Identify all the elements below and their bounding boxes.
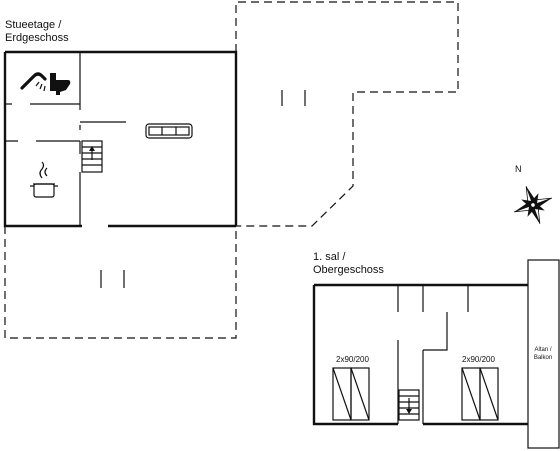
balcony-label: Altan / Balkon (528, 346, 558, 362)
balcony-outline (527, 259, 560, 449)
shower-icon (20, 72, 47, 92)
terrace-outline-south (4, 226, 237, 339)
upper-floor-label-line1: 1. sal / (313, 251, 346, 263)
door-marker-south (100, 270, 125, 288)
ground-floor-outer-walls (3, 50, 238, 228)
balcony-label-line1: Altan / (534, 347, 552, 353)
toilet-icon (50, 73, 71, 95)
ground-floor-label-line2: Erdgeschoss (5, 32, 69, 44)
bed-size-right: 2x90/200 (462, 355, 495, 364)
terrace-outline-north (235, 1, 459, 227)
ground-floor-label: Stueetage / Erdgeschoss (5, 19, 69, 45)
upper-floor-label-line2: Obergeschoss (313, 264, 384, 276)
stair-up-icon (81, 140, 103, 173)
upper-floor-label: 1. sal / Obergeschoss (313, 251, 384, 277)
cooking-pot-icon (30, 161, 58, 198)
compass-rose-icon (514, 186, 552, 224)
upper-floor-interior-walls (397, 285, 469, 424)
sofa-icon (145, 123, 193, 139)
compass-north-label: N (515, 164, 522, 174)
stair-down-icon (398, 389, 420, 421)
bed-icon (332, 367, 370, 421)
balcony-label-line2: Balkon (533, 355, 553, 361)
ground-floor (3, 1, 459, 339)
door-marker-north (281, 90, 306, 106)
bed-icon (461, 367, 499, 421)
upper-floor-outer-walls (312, 283, 528, 426)
ground-floor-label-line1: Stueetage / (5, 19, 62, 31)
bed-size-left: 2x90/200 (336, 355, 369, 364)
upper-floor (312, 259, 560, 449)
ground-floor-interior-walls (5, 52, 126, 226)
